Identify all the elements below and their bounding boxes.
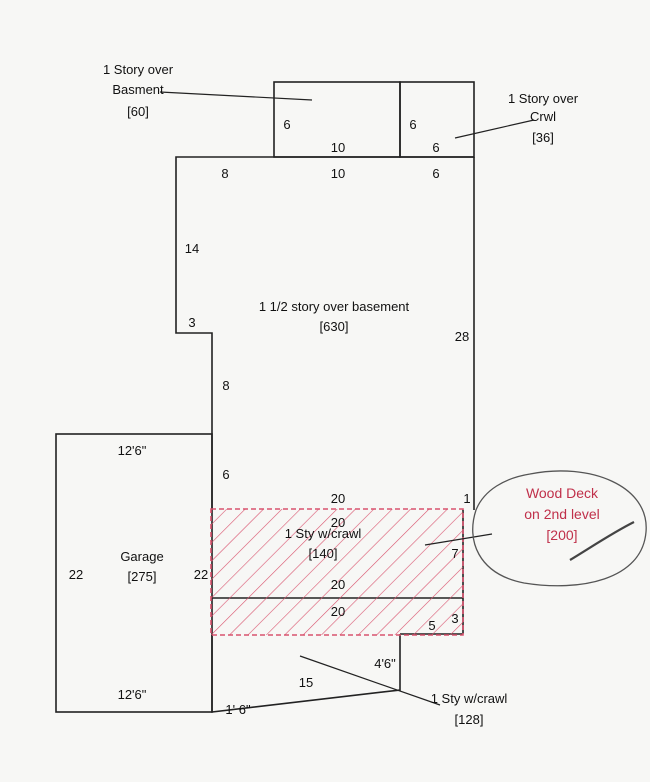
dim-lower-left: 1' 6" <box>225 702 251 717</box>
top-right-area-line1: 1 Story over <box>508 91 579 106</box>
pointer-top-left <box>159 91 313 101</box>
dim-main-bottom: 20 <box>331 491 345 506</box>
dim-main-top-mid: 10 <box>331 166 345 181</box>
dim-main-notch: 3 <box>188 315 195 330</box>
deck-callout-mark <box>569 521 635 561</box>
dim-main-left-mid: 8 <box>222 378 229 393</box>
dim-garage-bottom: 12'6" <box>118 687 147 702</box>
dim-tr-side: 6 <box>409 117 416 132</box>
dim-lower-diag: 4'6" <box>374 656 396 671</box>
main-area-value: [630] <box>320 319 349 334</box>
dim-garage-top: 12'6" <box>118 443 147 458</box>
dim-garage-right: 22 <box>194 567 208 582</box>
pointer-deck <box>424 533 493 546</box>
dim-main-right: 28 <box>455 329 469 344</box>
top-left-area-value: [60] <box>127 104 149 119</box>
lower-crawl-outline <box>211 634 401 713</box>
pointer-top-right <box>454 119 535 139</box>
top-left-area-line1: 1 Story over <box>103 62 174 77</box>
garage-area-name: Garage <box>120 549 163 564</box>
crawl140-area-value: [140] <box>309 546 338 561</box>
dim-main-left-upper: 14 <box>185 241 199 256</box>
wood-deck-hatch <box>210 508 464 636</box>
dim-main-left-lower: 6 <box>222 467 229 482</box>
dim-tl-bottom: 10 <box>331 140 345 155</box>
top-right-area-value: [36] <box>532 130 554 145</box>
crawl128-area-name: 1 Sty w/crawl <box>431 691 508 706</box>
dim-main-top-left: 8 <box>221 166 228 181</box>
dim-lower-bottom: 15 <box>299 675 313 690</box>
dim-main-bottom-right: 1 <box>463 491 470 506</box>
crawl140-area-name: 1 Sty w/crawl <box>285 526 362 541</box>
dim-crawl140-top: 20 <box>331 515 345 530</box>
dim-lower-step-w: 5 <box>428 618 435 633</box>
deck-area-value: [200] <box>546 527 577 543</box>
garage-area-value: [275] <box>128 569 157 584</box>
crawl128-area-value: [128] <box>455 712 484 727</box>
dim-crawl140-right: 7 <box>451 546 458 561</box>
dim-tr-bottom: 6 <box>432 140 439 155</box>
dim-lower-step-h: 3 <box>451 611 458 626</box>
dim-garage-left: 22 <box>69 567 83 582</box>
deck-area-line1: Wood Deck <box>526 485 599 501</box>
deck-area-line2: on 2nd level <box>524 506 600 522</box>
deck-callout-circle <box>472 470 647 587</box>
main-area-name: 1 1/2 story over basement <box>259 299 410 314</box>
main-room-outline <box>175 156 474 510</box>
top-right-area-line2: Crwl <box>530 109 556 124</box>
dim-lower-top: 20 <box>331 604 345 619</box>
dim-tl-side: 6 <box>283 117 290 132</box>
top-left-area-line2: Basment <box>112 82 164 97</box>
dim-crawl140-bottom: 20 <box>331 577 345 592</box>
dim-main-top-right: 6 <box>432 166 439 181</box>
pointer-lower-crawl <box>299 655 441 706</box>
